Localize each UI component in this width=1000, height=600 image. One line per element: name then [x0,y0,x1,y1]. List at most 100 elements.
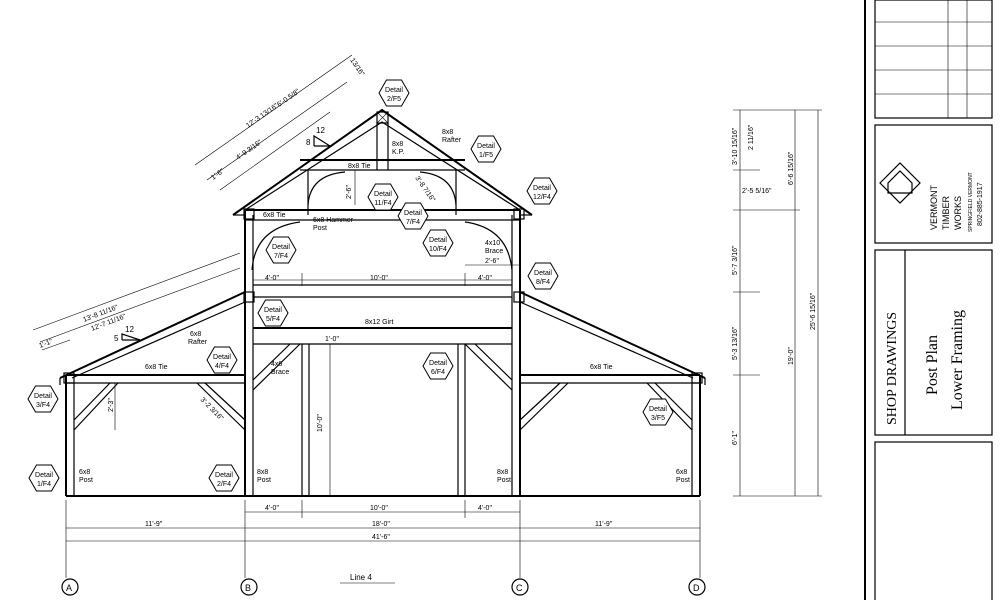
arch-brace-right [419,171,457,206]
detail-label: Detail [272,244,290,251]
brace-outer-left-1 [73,382,111,421]
tie-right-label: 6x8 Tie [590,364,613,371]
detail-ref: 6/F4 [431,369,445,376]
detail-hexagon [397,202,429,230]
svg-text:6'-6 15/16": 6'-6 15/16" [788,151,795,185]
svg-text:3'-2 3/16": 3'-2 3/16" [199,396,225,422]
detail-label: Detail [374,191,392,198]
rafter-label-l2: Rafter [442,137,462,144]
svg-text:6'-0 5/8": 6'-0 5/8" [276,88,301,109]
detail-ref: 1/F5 [479,152,493,159]
detail-ref: 1/F4 [37,481,51,488]
svg-text:6'-1": 6'-1" [732,431,739,445]
detail-hexagon [422,229,454,257]
svg-text:11'-9": 11'-9" [595,521,613,528]
svg-text:10'-0": 10'-0" [317,414,324,432]
lower-roof-left [59,291,246,379]
detail-hexagon [526,177,558,205]
tie-6x8-label: 6x8 Tie [263,212,286,219]
detail-ref: 10/F4 [429,246,447,253]
tie-left-label: 6x8 Tie [145,364,168,371]
svg-text:2'-5 5/16": 2'-5 5/16" [742,188,772,195]
svg-text:18'-0": 18'-0" [372,521,390,528]
hammer-post-l2: Post [313,225,327,232]
detail-hexagon [206,346,238,374]
grid-label-C: C [516,583,523,593]
detail-label: Detail [533,185,551,192]
detail-label: Detail [213,354,231,361]
detail-callout: Detail 8/F4 [527,262,559,290]
detail-hexagon [208,464,240,492]
detail-hexagon [422,352,454,380]
svg-text:2'-6": 2'-6" [346,185,353,199]
brace-4x6-l1: 4x6 [271,361,282,368]
svg-text:13/16": 13/16" [348,57,365,78]
svg-text:2'-3": 2'-3" [108,398,115,412]
lower-rafter-left-inner [71,301,246,379]
arch-right [464,221,513,271]
brace-4x10-l2: Brace [485,248,503,255]
logo-box [874,124,993,244]
detail-label: Detail [264,307,282,314]
svg-text:3'-10 15/16": 3'-10 15/16" [732,127,739,165]
detail-ref: 7/F4 [406,219,420,226]
svg-text:5'-3 13/16": 5'-3 13/16" [732,326,739,360]
svg-text:3'-8 7/16": 3'-8 7/16" [413,175,436,204]
company-address: SPRINGFIELD VERMONT [968,172,974,232]
svg-text:2 11/16": 2 11/16" [748,124,755,150]
detail-label: Detail [404,210,422,217]
post-B-l1: 8x8 [257,469,268,476]
upper-roof-left [232,108,533,216]
post-D-l1: 6x8 [676,469,687,476]
lower-roof-right [519,291,706,379]
arch-brace-left [307,171,346,206]
company-phone: 802-885-1917 [977,182,984,226]
svg-text:4'-0": 4'-0" [478,275,492,282]
girt-label: 8x12 Girt [365,319,393,326]
company-name-3: WORKS [953,196,963,230]
svg-text:25'-6 15/16": 25'-6 15/16" [810,292,817,330]
detail-hexagon [367,183,399,211]
kp-label-l2: K.P. [392,149,404,156]
grid-bubbles: A B C D Line 4 [61,560,706,596]
detail-label: Detail [385,87,403,94]
brace-outer-right-2 [654,382,693,421]
svg-text:5: 5 [114,334,119,343]
grid-label-D: D [693,583,700,593]
revision-table [874,0,993,119]
detail-ref: 8/F4 [536,279,550,286]
detail-label: Detail [34,393,52,400]
brace-outer-left-2 [204,382,246,421]
svg-text:1'-1": 1'-1" [38,338,54,350]
svg-text:12: 12 [316,126,325,135]
detail-label: Detail [534,270,552,277]
detail-hexagon [470,135,502,163]
lower-rafter-l1: 6x8 [190,331,201,338]
detail-hexagon [28,464,60,492]
svg-text:5'-7 3/16": 5'-7 3/16" [732,245,739,275]
detail-ref: 7/F4 [274,253,288,260]
detail-ref: 4/F4 [215,363,229,370]
detail-callout: Detail 7/F4 [265,236,297,264]
brace-4x6-right [474,343,513,381]
svg-text:4'-0": 4'-0" [265,275,279,282]
detail-label: Detail [429,360,447,367]
member-labels: 8x8 Rafter 8x8 K.P. 8x8 Tie 6x8 Tie 6x8 … [79,129,690,484]
upper-tie-label: 8x8 Tie [348,163,371,170]
svg-text:12'-3 13/16": 12'-3 13/16" [245,102,280,129]
post-C-l2: Post [497,477,511,484]
ridge-block [376,111,389,124]
svg-text:4'-9 3/16": 4'-9 3/16" [235,139,264,162]
detail-ref: 3/F4 [36,402,50,409]
detail-label: Detail [477,143,495,150]
svg-text:10'-0": 10'-0" [370,505,388,512]
detail-callout: Detail 6/F4 [422,352,454,380]
svg-text:11'-9": 11'-9" [145,521,163,528]
lower-rafter-right-inner [519,301,694,379]
detail-callout: Detail 1/F5 [470,135,502,163]
